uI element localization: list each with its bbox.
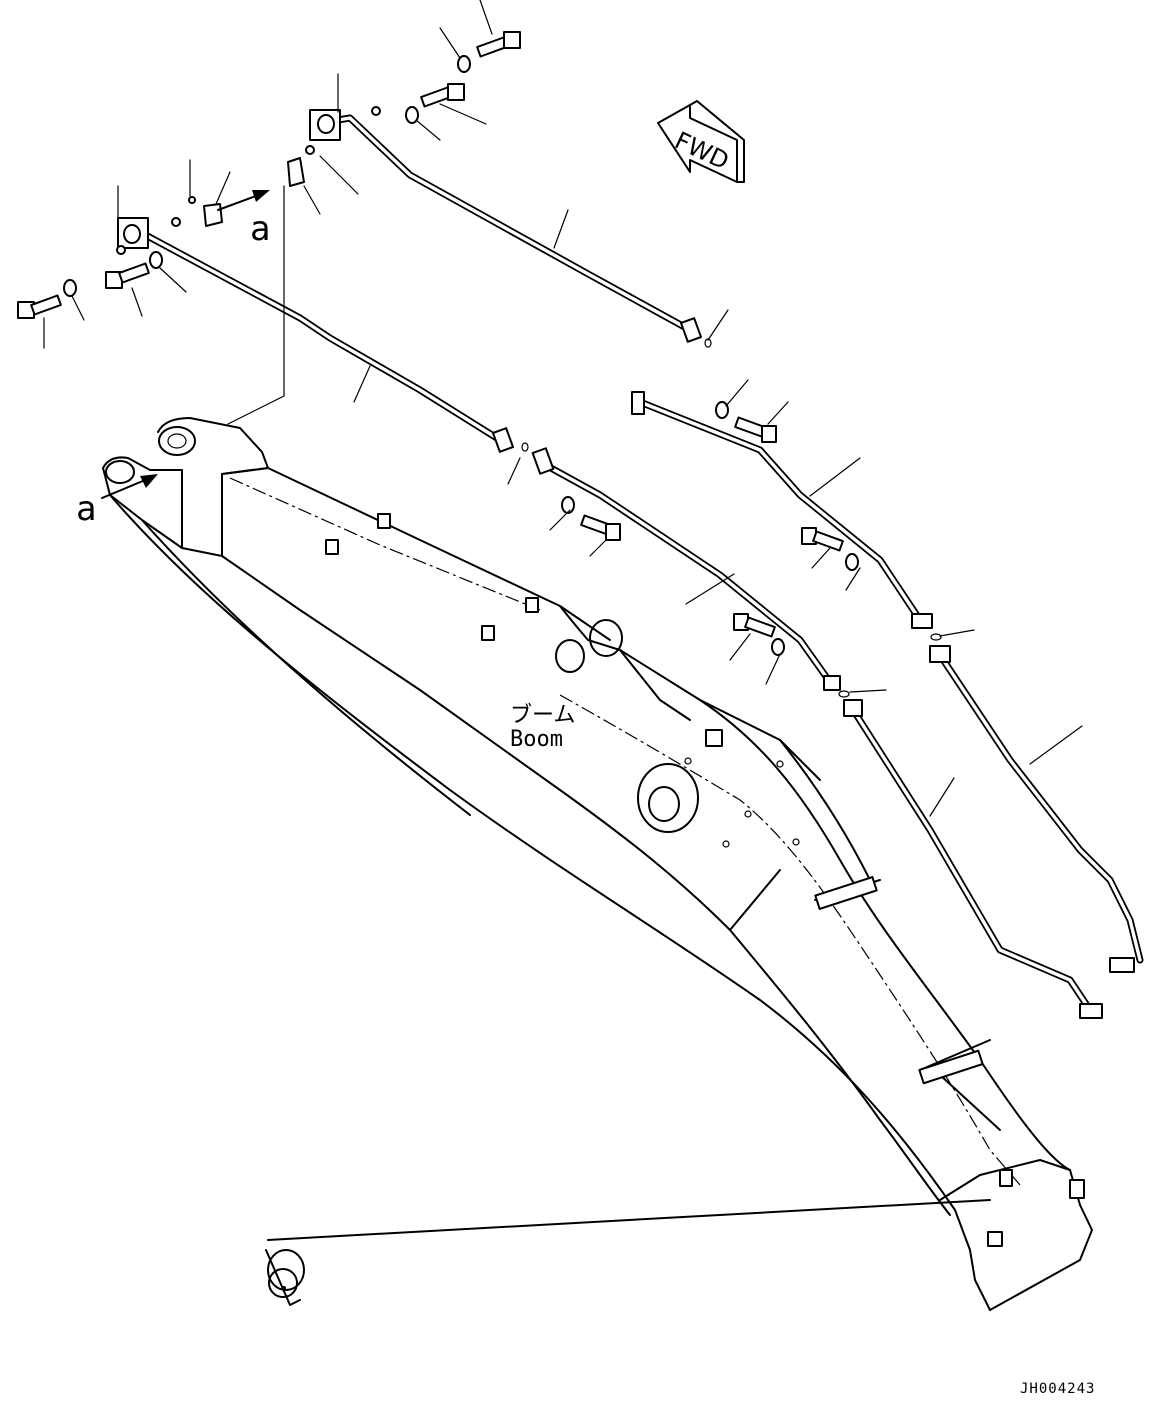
view-marker-top: a	[250, 209, 270, 249]
clamp-set	[325, 513, 1085, 1247]
boom-label-en: Boom	[510, 727, 563, 752]
view-marker-left: a	[76, 489, 96, 529]
pipe-lower-left	[843, 699, 1103, 1019]
boom-structure	[102, 417, 1093, 1311]
callout-leaders	[43, 0, 1083, 817]
bolt-set	[17, 31, 844, 638]
boom-label-jp: ブーム	[510, 703, 575, 728]
bolt-5	[734, 416, 777, 443]
bolt-7	[801, 527, 844, 552]
pipe-middle-right	[631, 391, 933, 629]
bolt-4	[476, 31, 521, 58]
fwd-arrow-icon: FWD	[657, 100, 745, 183]
washer-set	[63, 55, 942, 698]
pipe-upper-right	[322, 114, 702, 343]
pipe-lower-right	[929, 645, 1144, 973]
fitting-blocks	[117, 109, 341, 249]
bolt-6	[580, 514, 621, 541]
bolt-2	[105, 262, 150, 289]
pipe-middle-left	[531, 447, 841, 691]
view-arrow-top-icon	[217, 190, 270, 211]
view-arrow-left-icon	[101, 474, 158, 499]
drawing-code: JH004243	[1020, 1381, 1095, 1397]
bolt-1	[17, 294, 62, 319]
bolt-8	[733, 613, 776, 638]
bolt-3	[420, 83, 465, 108]
